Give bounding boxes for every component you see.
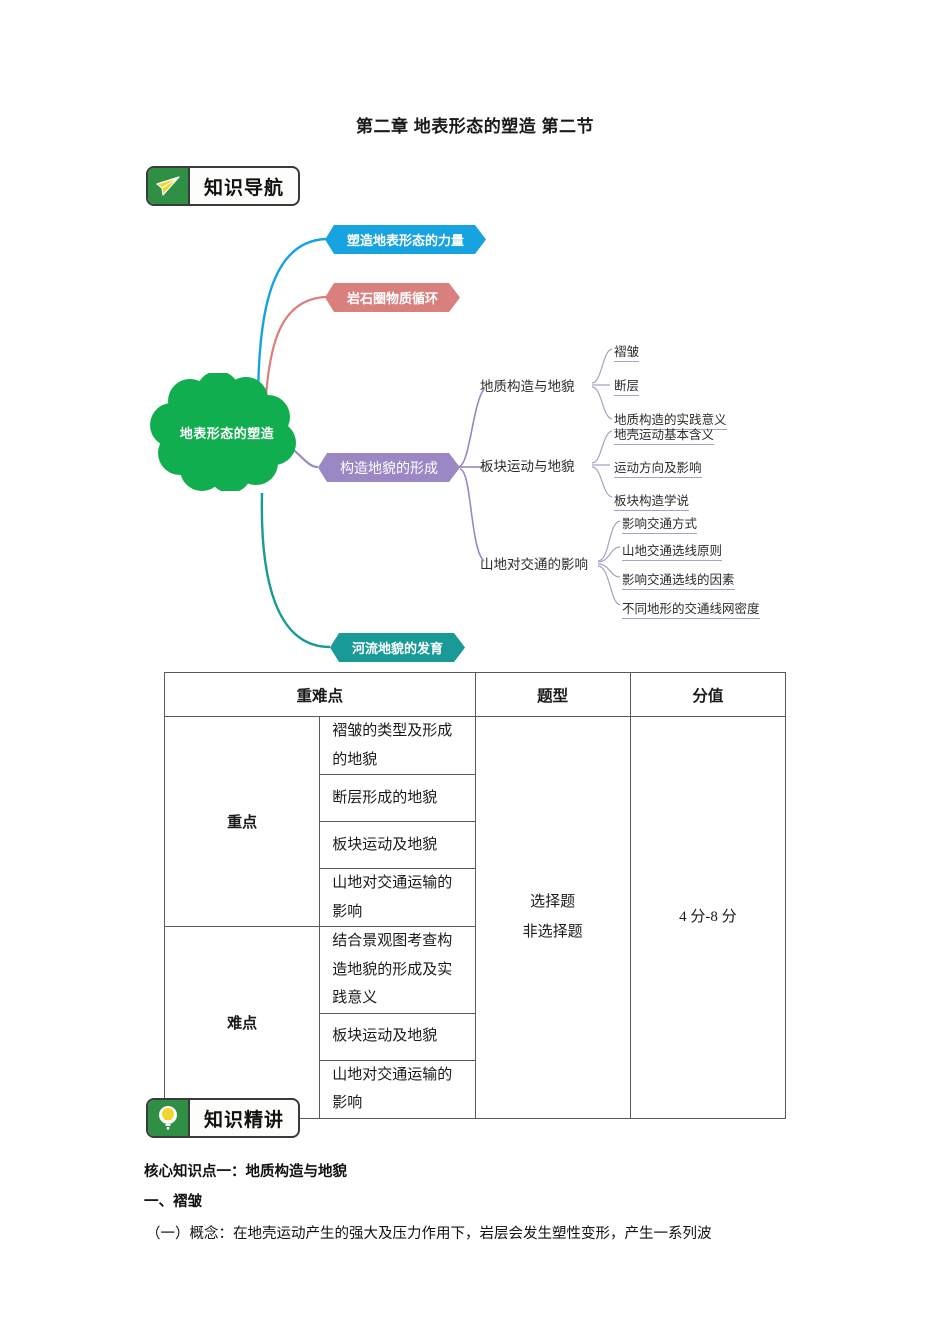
question-type-line1: 选择题	[530, 894, 576, 911]
point-cell: 结合景观图考查构造地貌的形成及实践意义	[319, 926, 476, 1014]
category-key-points: 重点	[163, 716, 321, 927]
table-row: 板块运动及地貌	[165, 1012, 786, 1061]
section-badge-navigation-label: 知识导航	[204, 177, 285, 199]
category-hard-points: 难点	[163, 926, 321, 1119]
mindmap-leaf-crust-movement-meaning[interactable]: 地壳运动基本含义	[614, 424, 715, 445]
table-header-row: 重难点 题型 分值	[164, 672, 787, 717]
mindmap-branch-plate-movement[interactable]: 板块运动与地貌	[480, 459, 575, 474]
table-row: 山地对交通运输的影响	[165, 1059, 786, 1119]
key-points-table: 重难点 题型 分值 重点 褶皱的类型及形成的地貌 选择题 非选择题 4 分-8 …	[163, 672, 787, 1119]
mindmap: 地表形态的塑造 塑造地表形态的力量 岩石圈物质循环 构造地貌的形成 河流地貌的发…	[140, 205, 820, 675]
point-cell: 断层形成的地貌	[319, 774, 476, 822]
mindmap-center-label: 地表形态的塑造	[179, 425, 275, 441]
point-cell: 褶皱的类型及形成的地貌	[319, 716, 476, 775]
header-type: 题型	[474, 672, 631, 717]
lightbulb-icon	[148, 1100, 190, 1136]
point-cell: 山地对交通运输的影响	[319, 1059, 476, 1119]
mindmap-node-structural-landform[interactable]: 构造地貌的形成	[318, 453, 460, 482]
mindmap-leaf-route-principle[interactable]: 山地交通选线原则	[622, 540, 723, 561]
question-type-line2: 非选择题	[522, 924, 583, 941]
mindmap-leaf-practical-significance[interactable]: 地质构造的实践意义	[614, 409, 727, 430]
mindmap-connectors	[256, 237, 621, 649]
mindmap-center-node: 地表形态的塑造	[150, 371, 302, 493]
mindmap-branch-mountain-traffic[interactable]: 山地对交通的影响	[480, 557, 588, 572]
table-row: 重点 褶皱的类型及形成的地貌 选择题 非选择题 4 分-8 分	[163, 716, 787, 1119]
mindmap-leaf-direction-influence[interactable]: 运动方向及影响	[614, 457, 702, 478]
paper-plane-icon	[148, 168, 190, 204]
question-type-cell: 选择题 非选择题	[474, 716, 631, 1119]
section-heading-fold: 一、褶皱	[144, 1194, 202, 1210]
concept-paragraph: （一）概念：在地壳运动产生的强大及压力作用下，岩层会发生塑性变形，产生一系列波	[146, 1226, 712, 1242]
mindmap-node-river-landform[interactable]: 河流地貌的发育	[330, 633, 465, 662]
mindmap-leaf-fault[interactable]: 断层	[614, 375, 640, 396]
header-points: 重难点	[164, 672, 476, 717]
table-row: 难点 结合景观图考查构造地貌的形成及实践意义	[163, 926, 786, 1119]
mindmap-leaf-route-factors[interactable]: 影响交通选线的因素	[622, 569, 735, 590]
page-title: 第二章 地表形态的塑造 第二节	[356, 117, 594, 136]
point-cell: 板块运动及地貌	[319, 821, 476, 869]
mindmap-node-force[interactable]: 塑造地表形态的力量	[325, 225, 486, 254]
mindmap-branch-geologic-structure[interactable]: 地质构造与地貌	[480, 379, 575, 394]
point-cell: 山地对交通运输的影响	[319, 868, 476, 927]
mindmap-leaf-fold[interactable]: 褶皱	[614, 341, 640, 362]
core-knowledge-heading: 核心知识点一：地质构造与地貌	[144, 1164, 347, 1180]
section-badge-lecture-label: 知识精讲	[204, 1109, 285, 1131]
mindmap-leaf-plate-tectonics[interactable]: 板块构造学说	[614, 490, 690, 511]
table-row: 山地对交通运输的影响	[165, 868, 786, 927]
mindmap-node-rock-cycle[interactable]: 岩石圈物质循环	[325, 283, 460, 312]
score-cell: 4 分-8 分	[629, 716, 787, 1119]
table-row: 板块运动及地貌	[165, 821, 786, 869]
mindmap-leaf-network-density[interactable]: 不同地形的交通线网密度	[622, 598, 760, 619]
section-badge-navigation: 知识导航	[146, 166, 301, 206]
header-score: 分值	[629, 672, 787, 717]
table-row: 断层形成的地貌	[165, 774, 786, 822]
point-cell: 板块运动及地貌	[319, 1012, 476, 1061]
mindmap-leaf-transport-mode[interactable]: 影响交通方式	[622, 513, 698, 534]
section-badge-lecture: 知识精讲	[146, 1098, 301, 1138]
